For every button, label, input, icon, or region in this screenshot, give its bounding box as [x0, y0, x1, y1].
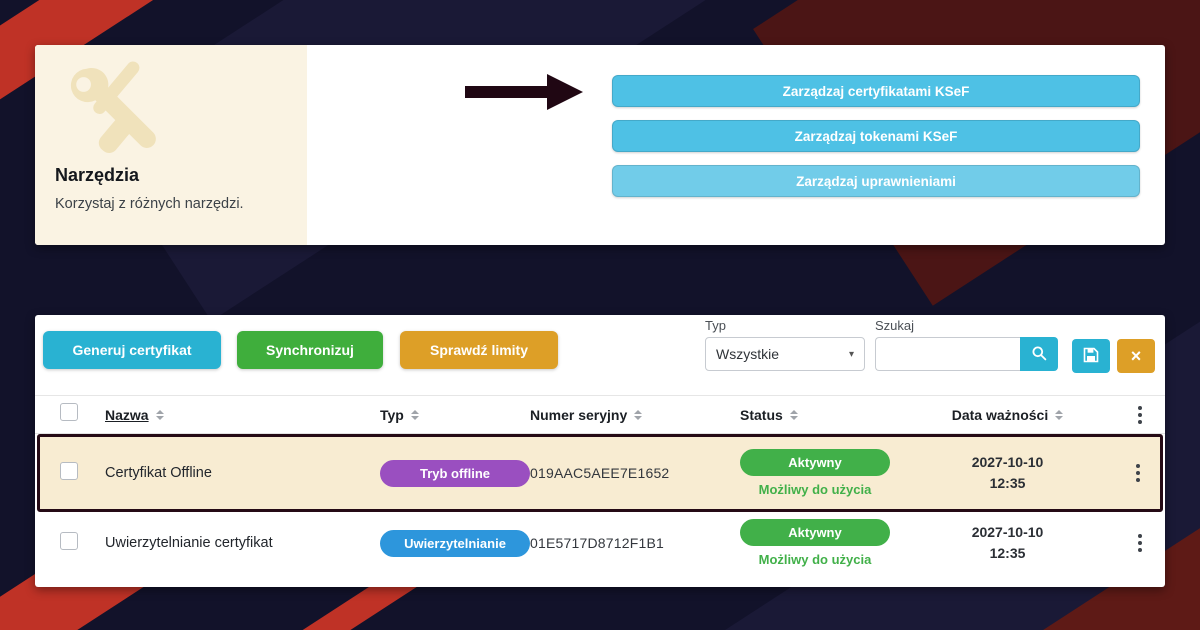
tools-panel: Narzędzia Korzystaj z różnych narzędzi. … — [35, 45, 1165, 245]
row-menu-icon[interactable] — [1132, 460, 1144, 486]
select-all-checkbox[interactable] — [60, 403, 78, 421]
table-row[interactable]: Uwierzytelnianie certyfikat Uwierzytelni… — [35, 512, 1165, 574]
valid-date: 2027-10-10 — [971, 454, 1044, 470]
manage-certificates-button[interactable]: Zarządzaj certyfikatami KSeF — [612, 75, 1140, 107]
column-header-name[interactable]: Nazwa — [105, 406, 149, 423]
close-button[interactable]: × — [1117, 339, 1155, 373]
sort-icon[interactable] — [1055, 409, 1064, 420]
tools-actions: Zarządzaj certyfikatami KSeF Zarządzaj t… — [612, 75, 1140, 197]
search-filter: Szukaj — [875, 318, 1058, 371]
tools-card: Narzędzia Korzystaj z różnych narzędzi. — [35, 45, 307, 245]
tools-title: Narzędzia — [55, 165, 140, 185]
type-filter: Typ Wszystkie ▾ — [705, 318, 865, 371]
serial-number: 01E5717D8712F1B1 — [530, 535, 664, 551]
search-label: Szukaj — [875, 318, 915, 333]
valid-time: 12:35 — [989, 475, 1026, 491]
serial-number: 019AAC5AEE7E1652 — [530, 465, 670, 481]
row-menu-icon[interactable] — [1134, 530, 1146, 556]
search-input[interactable] — [875, 337, 1020, 371]
certificate-name: Uwierzytelnianie certyfikat — [105, 535, 273, 551]
type-badge: Tryb offline — [380, 459, 530, 487]
sort-icon[interactable] — [789, 409, 798, 420]
column-header-serial[interactable]: Numer seryjny — [530, 406, 628, 423]
type-badge: Uwierzytelnianie — [380, 529, 530, 557]
search-button[interactable] — [1020, 337, 1058, 371]
tools-icon — [55, 59, 287, 161]
type-filter-select[interactable]: Wszystkie ▾ — [705, 337, 865, 371]
manage-tokens-button[interactable]: Zarządzaj tokenami KSeF — [612, 120, 1140, 152]
certificates-toolbar: Generuj certyfikat Synchronizuj Sprawdź … — [35, 315, 1165, 395]
status-note: Możliwy do użycia — [758, 482, 872, 497]
certificate-name: Certyfikat Offline — [105, 465, 212, 481]
save-button[interactable] — [1072, 339, 1110, 373]
valid-date: 2027-10-10 — [971, 524, 1044, 540]
row-checkbox[interactable] — [60, 531, 78, 550]
column-header-valid[interactable]: Data ważności — [951, 406, 1049, 423]
chevron-down-icon: ▾ — [848, 348, 854, 360]
column-header-type[interactable]: Typ — [380, 406, 404, 423]
table-menu-icon[interactable] — [1134, 402, 1146, 428]
manage-permissions-button[interactable]: Zarządzaj uprawnieniami — [612, 165, 1140, 197]
table-header-row: Nazwa Typ Numer seryjny Status Data ważn… — [35, 396, 1165, 434]
sort-icon[interactable] — [634, 409, 643, 420]
tools-subtitle: Korzystaj z różnych narzędzi. — [55, 196, 244, 212]
status-badge: Aktywny — [740, 449, 890, 476]
valid-time: 12:35 — [989, 545, 1026, 561]
sort-icon[interactable] — [155, 409, 164, 420]
type-filter-value: Wszystkie — [716, 346, 779, 362]
certificates-panel: Generuj certyfikat Synchronizuj Sprawdź … — [35, 315, 1165, 587]
generate-certificate-button[interactable]: Generuj certyfikat — [43, 331, 221, 369]
sort-icon[interactable] — [410, 409, 419, 420]
row-checkbox[interactable] — [60, 461, 78, 480]
type-filter-label: Typ — [705, 318, 726, 333]
save-icon — [1083, 347, 1099, 366]
synchronize-button[interactable]: Synchronizuj — [237, 331, 383, 369]
close-icon: × — [1130, 345, 1142, 366]
column-header-status[interactable]: Status — [740, 406, 783, 423]
arrow-right-icon — [465, 73, 583, 116]
check-limits-button[interactable]: Sprawdź limity — [400, 331, 558, 369]
status-note: Możliwy do użycia — [758, 552, 872, 567]
table-row[interactable]: Certyfikat Offline Tryb offline 019AAC5A… — [37, 434, 1163, 512]
search-icon — [1031, 345, 1047, 364]
certificates-table: Nazwa Typ Numer seryjny Status Data ważn… — [35, 395, 1165, 574]
status-badge: Aktywny — [740, 519, 890, 546]
